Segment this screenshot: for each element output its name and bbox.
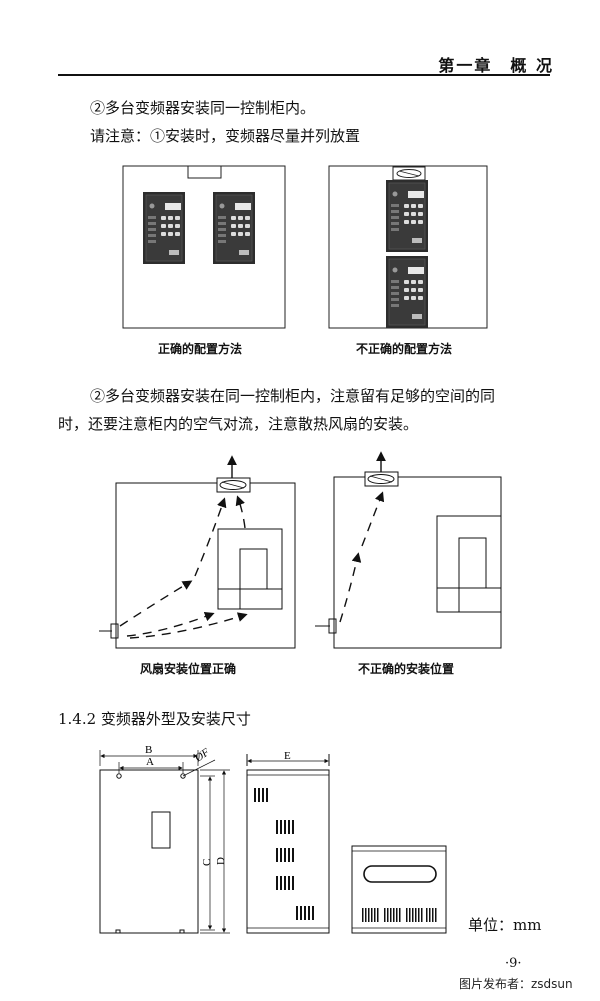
paragraph-3-line-1: ②多台变频器安装在同一控制柜内，注意留有足够的空间的同 — [90, 387, 496, 405]
paragraph-3-line-2: 时，还要注意柜内的空气对流，注意散热风扇的安装。 — [58, 415, 419, 433]
dim-label-a: A — [146, 756, 154, 768]
vent-slots-side — [276, 820, 314, 920]
fan-icon — [396, 169, 422, 178]
dim-label-d: D — [215, 857, 227, 865]
dim-label-c: C — [201, 859, 213, 866]
paragraph-1: ②多台变频器安装同一控制柜内。 — [90, 99, 316, 117]
dim-label-b: B — [145, 744, 152, 756]
page-number: ·9· — [505, 956, 522, 971]
drive-unit-left-b — [212, 191, 256, 265]
airflow-figure — [99, 451, 502, 649]
caption-fan-correct: 风扇安装位置正确 — [140, 662, 237, 676]
caption-incorrect-config: 不正确的配置方法 — [356, 342, 453, 356]
dimension-figure: B A ØF C D E — [99, 744, 447, 934]
unit-label: 单位：mm — [468, 916, 542, 934]
dim-label-phi: ØF — [192, 746, 212, 765]
drive-unit-right-top — [385, 179, 429, 253]
chapter-header: 第一章 概 况 — [438, 56, 554, 75]
drive-unit-left-a — [142, 191, 186, 265]
dim-label-e: E — [284, 750, 291, 762]
paragraph-2: 请注意：①安装时，变频器尽量并列放置 — [90, 127, 361, 145]
vent-slots-upper — [254, 788, 268, 802]
caption-fan-incorrect: 不正确的安装位置 — [358, 662, 455, 676]
vent-slots-bottom — [362, 908, 437, 922]
drive-unit-right-bottom — [385, 255, 429, 329]
watermark-text: 图片发布者：zsdsun — [459, 977, 573, 991]
header-rule — [58, 74, 550, 76]
config-figure — [122, 165, 488, 329]
section-title: 1.4.2 变频器外型及安装尺寸 — [58, 710, 251, 728]
caption-correct-config: 正确的配置方法 — [158, 342, 243, 356]
